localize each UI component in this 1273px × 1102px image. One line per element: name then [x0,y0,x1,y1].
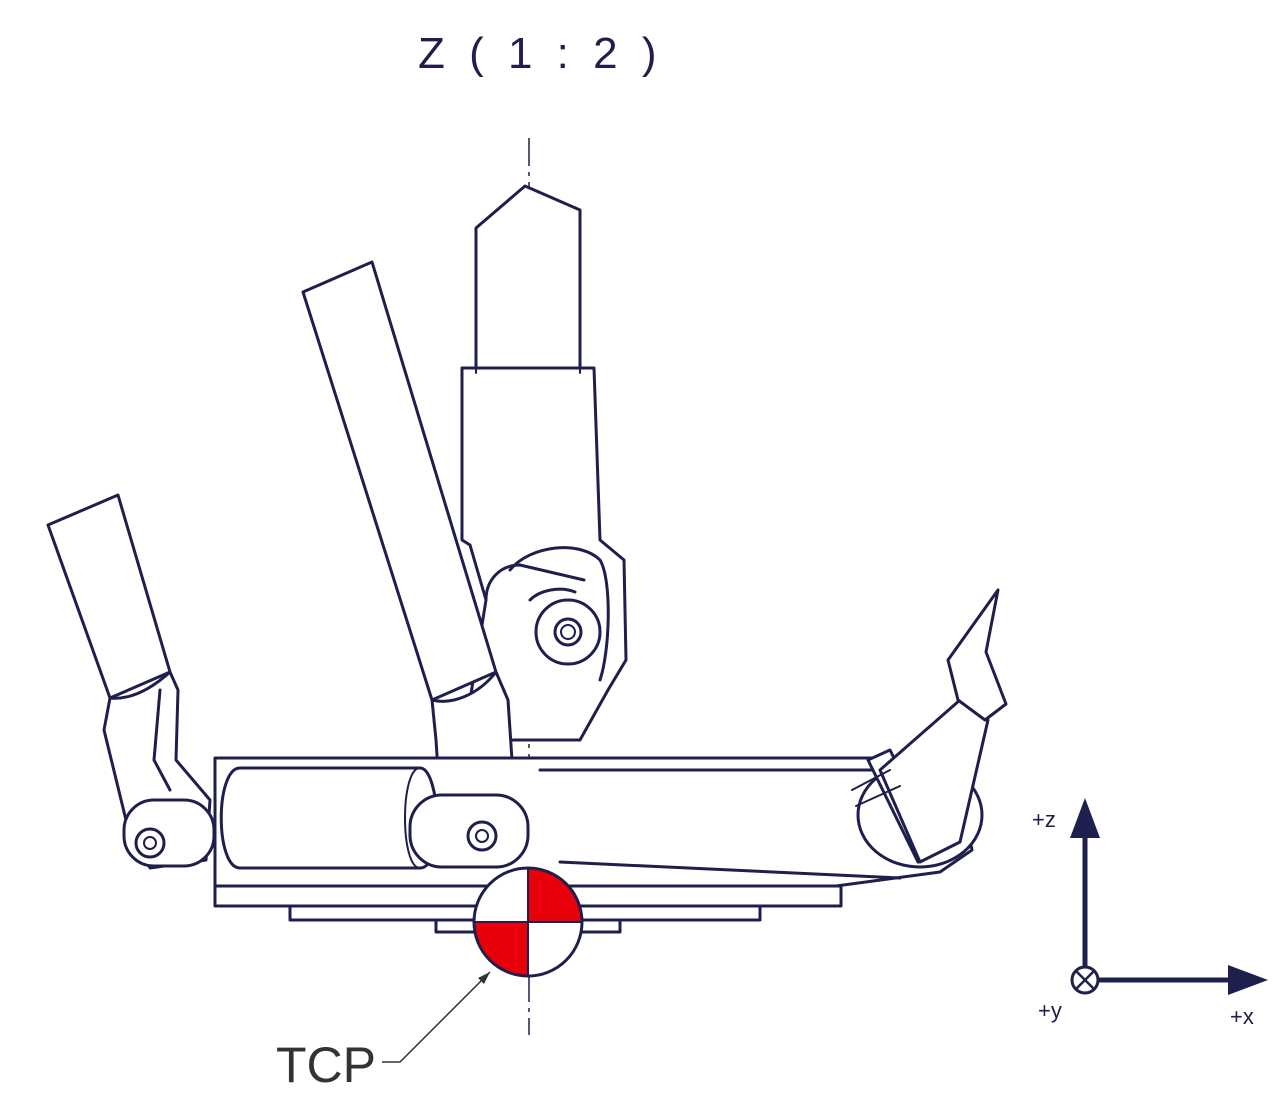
coordinate-axes [1070,798,1268,995]
right-tool [851,588,1008,869]
tcp-leader [382,971,491,1063]
axis-x-label: +x [1230,1004,1254,1029]
axis-y-label: +y [1038,998,1062,1023]
tcp-label: TCP [276,1037,376,1093]
tcp-marker [472,866,584,978]
spindle [460,184,628,742]
view-title: Z ( 1 : 2 ) [418,29,662,78]
axis-z-label: +z [1032,807,1056,832]
